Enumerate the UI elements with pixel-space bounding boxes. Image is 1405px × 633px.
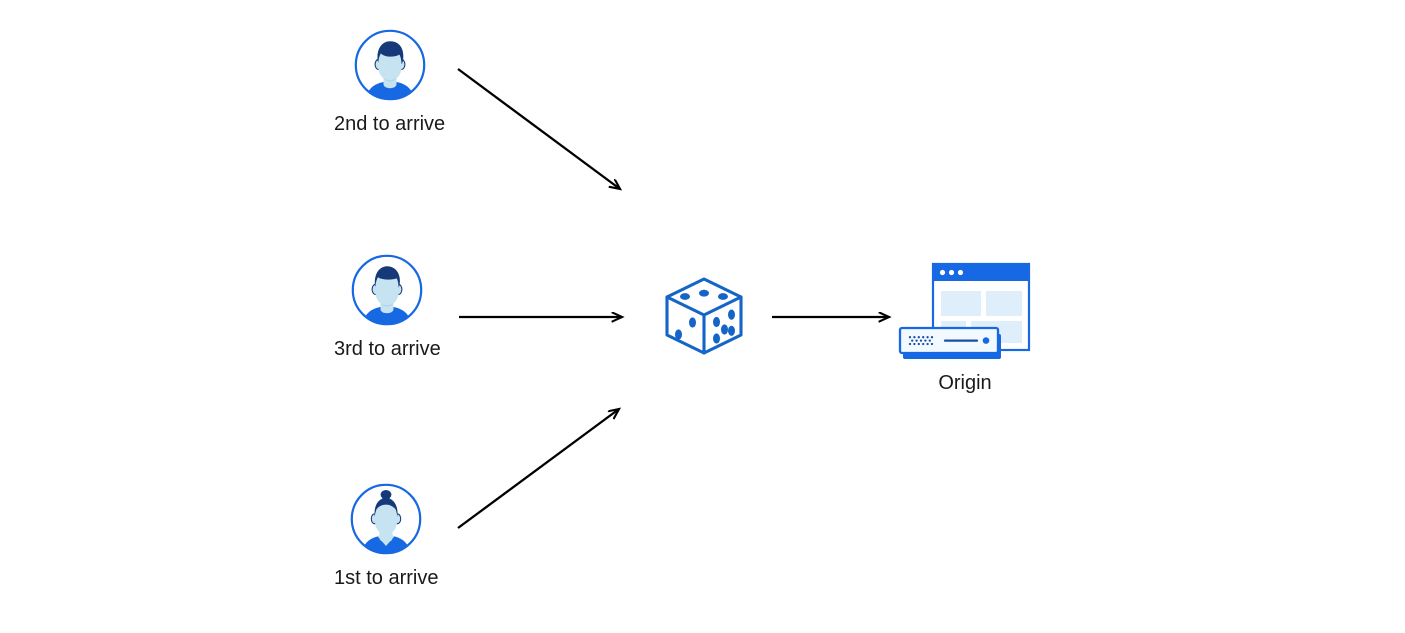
avatar-male-icon (350, 253, 424, 327)
dice-top-pips (680, 289, 728, 300)
avatar-male-icon (353, 28, 427, 102)
node-label-client-1st: 1st to arrive (334, 567, 439, 589)
node-client-2nd: 2nd to arrive (334, 28, 445, 136)
edge-2nd-to-dice (457, 68, 620, 189)
origin-server-icon (897, 258, 1033, 363)
browser-titlebar-dots (939, 269, 964, 276)
node-label-client-2nd: 2nd to arrive (334, 113, 446, 135)
node-dice (656, 268, 752, 364)
server-device-icon (898, 326, 1001, 359)
dice-icon (656, 268, 752, 364)
avatar-female-icon (349, 482, 423, 556)
node-label-origin: Origin (938, 372, 992, 394)
dice-right-pips (713, 309, 735, 344)
edge-1st-to-dice (457, 409, 619, 529)
dice-left-pips (675, 317, 696, 340)
node-client-3rd: 3rd to arrive (334, 253, 441, 361)
node-client-1st: 1st to arrive (334, 482, 438, 590)
server-vent-dots (908, 336, 934, 346)
node-label-client-3rd: 3rd to arrive (334, 338, 441, 360)
node-origin: Origin (897, 258, 1033, 395)
